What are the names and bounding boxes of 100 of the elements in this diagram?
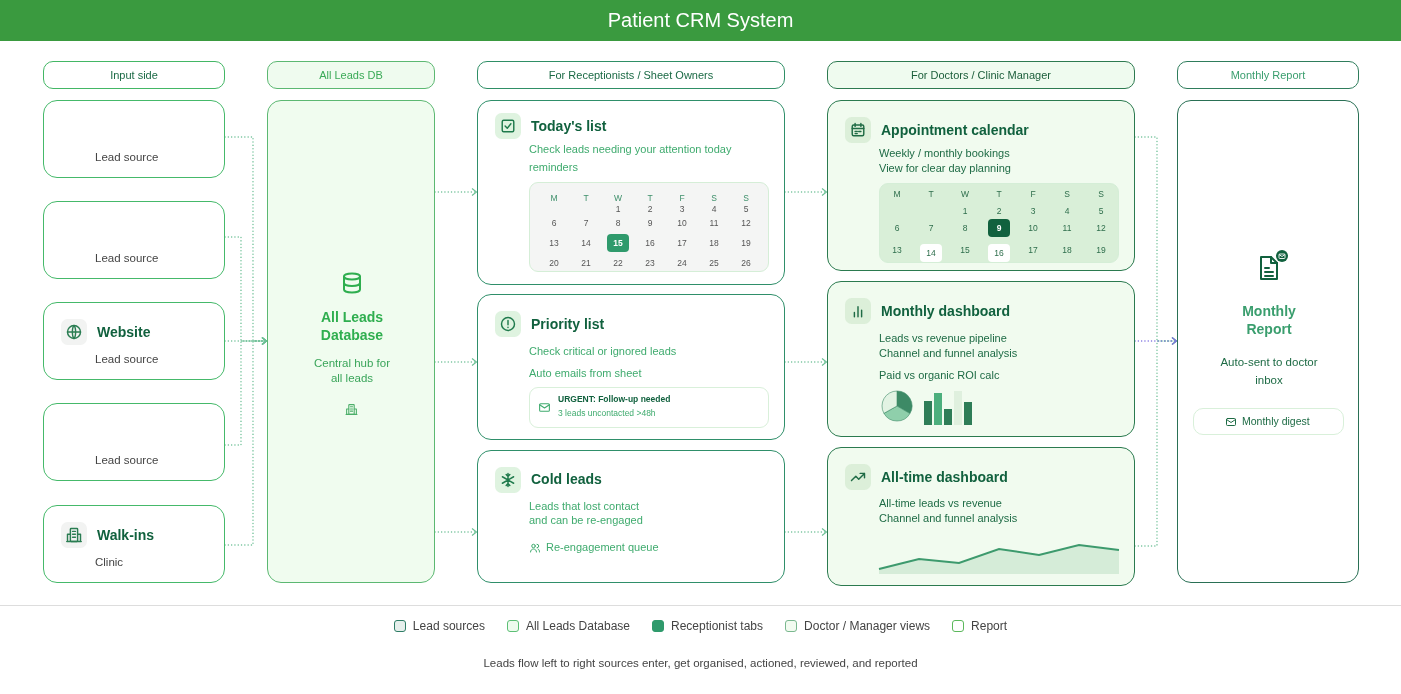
calendar-date: 25 bbox=[708, 257, 720, 269]
description: Central hub for all leads bbox=[312, 356, 392, 386]
calendar-date: 23 bbox=[644, 257, 656, 269]
legend-label: All Leads Database bbox=[525, 619, 630, 633]
calendar-date: 19 bbox=[1095, 244, 1107, 256]
calendar-date: 10 bbox=[676, 217, 688, 229]
description: Check leads needing your attention today bbox=[529, 143, 732, 157]
calendar-date: 11 bbox=[708, 217, 720, 229]
card-title: Monthly Report bbox=[1241, 302, 1297, 338]
column-header: Monthly Report bbox=[1177, 61, 1359, 89]
task-card bbox=[477, 294, 785, 440]
weekday-label: M bbox=[549, 192, 559, 204]
calendar-date: 8 bbox=[614, 217, 622, 229]
diagram-title: Patient CRM System bbox=[607, 9, 794, 32]
caption: Leads flow left to right sources enter, get organised, actioned, reviewed, and reported bbox=[482, 657, 919, 669]
source-type: Lead source bbox=[95, 352, 159, 367]
weekday-label: S bbox=[1063, 188, 1071, 200]
card-title: Today's list bbox=[531, 117, 607, 135]
description: Paid vs organic ROI calc bbox=[879, 369, 1000, 383]
card-title: All-time dashboard bbox=[881, 468, 1008, 486]
selected-date: 15 bbox=[607, 234, 629, 252]
source-type: Lead source bbox=[95, 251, 159, 266]
card-title: All Leads Database bbox=[319, 308, 385, 344]
source-card bbox=[43, 403, 225, 481]
calendar-date: 17 bbox=[1027, 244, 1039, 256]
calendar-date: 3 bbox=[678, 203, 686, 215]
source-type: Clinic bbox=[95, 555, 124, 570]
calendar-date: 9 bbox=[646, 217, 654, 229]
calendar-date: 5 bbox=[742, 203, 750, 215]
weekday-label: W bbox=[960, 188, 970, 200]
column-header: For Doctors / Clinic Manager bbox=[827, 61, 1135, 89]
calendar-date: 14 bbox=[580, 237, 592, 249]
connector-arrow bbox=[1134, 336, 1178, 346]
calendar-date: 1 bbox=[614, 203, 622, 215]
database-panel bbox=[267, 100, 435, 583]
calendar-panel bbox=[879, 183, 1119, 263]
source-card bbox=[43, 100, 225, 178]
description: Leads that lost contact bbox=[529, 500, 640, 514]
connector-arrow bbox=[434, 527, 478, 537]
calendar-date: 24 bbox=[676, 257, 688, 269]
weekday-label: S bbox=[742, 192, 750, 204]
description: Channel and funnel analysis bbox=[879, 512, 1018, 526]
dashboard-card bbox=[827, 281, 1135, 437]
connector-arrow bbox=[224, 336, 268, 546]
queue-label: Re-engagement queue bbox=[546, 541, 659, 555]
weekday-label: T bbox=[927, 188, 935, 200]
calendar-date: 26 bbox=[740, 257, 752, 269]
report-panel bbox=[1177, 100, 1359, 583]
card-title: Priority list bbox=[531, 315, 605, 333]
weekday-label: T bbox=[582, 192, 590, 204]
calendar-date: 1 bbox=[961, 205, 969, 217]
alert-title: URGENT: Follow-up needed bbox=[558, 394, 671, 405]
selected-date: 9 bbox=[988, 219, 1010, 237]
card-title: Cold leads bbox=[531, 470, 602, 488]
weekday-label: W bbox=[613, 192, 623, 204]
calendar-panel bbox=[529, 182, 769, 272]
source-type: Lead source bbox=[95, 453, 159, 468]
source-card bbox=[43, 201, 225, 279]
digest-chip bbox=[1193, 408, 1344, 435]
calendar-date: 2 bbox=[646, 203, 654, 215]
column-header: For Receptionists / Sheet Owners bbox=[477, 61, 785, 89]
calendar-date: 15 bbox=[959, 244, 971, 256]
alert-banner bbox=[529, 387, 769, 428]
description: View for clear day planning bbox=[879, 162, 1011, 176]
source-card bbox=[43, 505, 225, 583]
booked-date: 14 bbox=[920, 244, 942, 262]
description: reminders bbox=[529, 161, 578, 175]
calendar-date: 13 bbox=[548, 237, 560, 249]
calendar-date: 21 bbox=[580, 257, 592, 269]
dashboard-card bbox=[827, 100, 1135, 271]
weekday-label: T bbox=[646, 192, 654, 204]
calendar-date: 4 bbox=[1063, 205, 1071, 217]
task-card bbox=[477, 100, 785, 285]
weekday-label: M bbox=[892, 188, 902, 200]
connector-arrow bbox=[784, 357, 828, 367]
calendar-date: 7 bbox=[582, 217, 590, 229]
source-card bbox=[43, 302, 225, 380]
calendar-date: 22 bbox=[612, 257, 624, 269]
calendar-date: 12 bbox=[740, 217, 752, 229]
card-title: Walk-ins bbox=[97, 526, 155, 544]
calendar-date: 2 bbox=[995, 205, 1003, 217]
card-title: Website bbox=[97, 323, 151, 341]
booked-date: 16 bbox=[988, 244, 1010, 262]
legend-label: Doctor / Manager views bbox=[804, 619, 931, 633]
column-header: All Leads DB bbox=[267, 61, 435, 89]
weekday-label: S bbox=[1097, 188, 1105, 200]
task-card bbox=[477, 450, 785, 583]
weekday-label: F bbox=[678, 192, 686, 204]
calendar-date: 16 bbox=[644, 237, 656, 249]
column-header: Input side bbox=[43, 61, 225, 89]
connector-arrow bbox=[784, 187, 828, 197]
source-type: Lead source bbox=[95, 150, 159, 165]
calendar-date: 6 bbox=[893, 222, 901, 234]
connector-arrow bbox=[434, 187, 478, 197]
legend-label: Lead sources bbox=[412, 619, 485, 633]
calendar-date: 4 bbox=[710, 203, 718, 215]
weekday-label: F bbox=[1029, 188, 1037, 200]
calendar-date: 18 bbox=[708, 237, 720, 249]
calendar-date: 17 bbox=[676, 237, 688, 249]
description: All-time leads vs revenue bbox=[879, 497, 1002, 511]
